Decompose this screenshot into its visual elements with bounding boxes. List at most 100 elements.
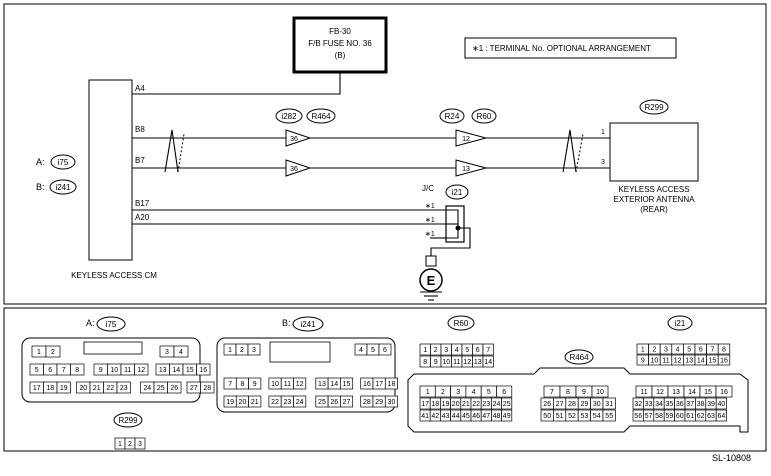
twist-right-solid [562, 129, 577, 173]
i241-pin-8: 8 [240, 381, 244, 388]
i241-pin-15: 15 [343, 381, 351, 388]
r464-pin-6: 6 [502, 389, 506, 396]
cm-conn-b-bubble [49, 179, 77, 195]
r464-pin-20: 20 [452, 401, 460, 408]
face-i241-shell [216, 337, 396, 413]
i75-pin-5: 5 [35, 367, 39, 374]
r60-pin-4: 4 [455, 347, 459, 354]
i241-pin-1: 1 [228, 347, 232, 354]
i241-pin-27: 27 [343, 399, 351, 406]
r464-pin-55: 55 [605, 413, 613, 420]
i21-pin-4: 4 [676, 347, 680, 354]
r60-pin-11: 11 [453, 359, 460, 366]
jc-label: J/C [422, 184, 434, 193]
r60-pin-7-cell [482, 343, 494, 356]
conn-tri-36a [285, 129, 312, 147]
r464-pin-2: 2 [441, 389, 445, 396]
r60-pin-12: 12 [463, 359, 471, 366]
figure-id: SL-10808 [712, 453, 751, 463]
bubble-i282 [275, 108, 303, 124]
cm-label: KEYLESS ACCESS CM [71, 271, 157, 280]
r464-pin-47: 47 [482, 413, 490, 420]
face-i75-bubble [96, 316, 126, 332]
r464-pin-51: 51 [556, 413, 564, 420]
i75-pin-3: 3 [165, 349, 169, 356]
r464-pin-40: 40 [718, 401, 726, 408]
r464-pin-60: 60 [676, 413, 684, 420]
r464-pin-43: 43 [442, 413, 450, 420]
face-i21-bubble [667, 315, 693, 331]
bubble-r60 [471, 108, 497, 124]
r60-pin-10: 10 [442, 359, 450, 366]
jc-star-3: ∗1 [425, 231, 435, 238]
r464-pin-53: 53 [581, 413, 589, 420]
i241-pin-16: 16 [363, 381, 371, 388]
i241-pin-13: 13 [318, 381, 326, 388]
ground-term [425, 255, 437, 267]
fuse-line3: (B) [335, 51, 346, 60]
antenna-line2: EXTERIOR ANTENNA [614, 195, 696, 204]
pin-36b: 36 [290, 166, 298, 173]
i75-pin-19-cell [56, 381, 71, 394]
pin-12: 12 [462, 136, 470, 143]
r464-pin-36: 36 [676, 401, 684, 408]
r464-pin-17: 17 [421, 401, 429, 408]
cm-box [88, 79, 133, 261]
r464-pin-1: 1 [426, 389, 430, 396]
lower-frame [3, 307, 767, 452]
cm-pin-a20: A20 [135, 213, 150, 222]
r464-pin-61: 61 [686, 413, 694, 420]
r60-pin-14: 14 [484, 359, 492, 366]
r464-pin-64: 64 [718, 413, 726, 420]
i75-pin-23: 23 [120, 385, 128, 392]
i241-pin-18-cell [384, 377, 398, 390]
twist-left-solid [164, 129, 179, 173]
face-i241-bubble [292, 316, 324, 332]
i241-pin-5: 5 [371, 347, 375, 354]
i75-pin-25: 25 [157, 385, 165, 392]
r464-pin-10: 10 [596, 389, 604, 396]
r464-pin-58: 58 [655, 413, 663, 420]
i241-pin-6: 6 [383, 347, 387, 354]
cm-conn-b: i241 [55, 183, 71, 192]
i21-pin-5: 5 [687, 347, 691, 354]
i241-pin-9-cell [248, 377, 262, 390]
i21-pin-16: 16 [720, 358, 728, 365]
i75-pin-10: 10 [110, 367, 118, 374]
i21-pin-16-cell [717, 354, 731, 366]
i241-pin-28: 28 [363, 399, 371, 406]
i75-pin-2: 2 [51, 349, 55, 356]
ground-label: E [427, 273, 436, 288]
i75-pin-19: 19 [60, 385, 68, 392]
r464-pin-34: 34 [655, 401, 663, 408]
i75-pin-27: 27 [190, 385, 198, 392]
note-text: ∗1 : TERMINAL No. OPTIONAL ARRANGEMENT [472, 44, 651, 53]
r60-pin-7: 7 [486, 347, 490, 354]
antenna-pin1: 1 [601, 129, 605, 136]
i241-pin-10: 10 [271, 381, 279, 388]
i241-pin-30-cell [384, 395, 398, 408]
r464-pin-19: 19 [442, 401, 450, 408]
conn-r24: R24 [445, 112, 460, 121]
wire-ground [430, 227, 471, 256]
i75-pin-2-cell [45, 345, 61, 358]
r464-pin-64-cell [715, 409, 727, 422]
i75-pin-23-cell [116, 381, 131, 394]
i75-pin-22: 22 [106, 385, 114, 392]
r60-pin-9: 9 [434, 359, 438, 366]
r464-pin-54: 54 [593, 413, 601, 420]
r464-pin-32: 32 [634, 401, 642, 408]
r464-pin-25-cell [501, 397, 513, 410]
i21-pin-1: 1 [641, 347, 645, 354]
i241-pin-18: 18 [388, 381, 396, 388]
i75-pin-1: 1 [37, 349, 41, 356]
face-i75-title: i75 [106, 320, 117, 329]
r464-pin-35: 35 [666, 401, 674, 408]
i75-pin-28: 28 [203, 385, 211, 392]
i75-pin-15: 15 [186, 367, 194, 374]
face-r60-title: R60 [454, 319, 469, 328]
r464-pin-49: 49 [503, 413, 511, 420]
cm-pin-a4: A4 [135, 84, 145, 93]
